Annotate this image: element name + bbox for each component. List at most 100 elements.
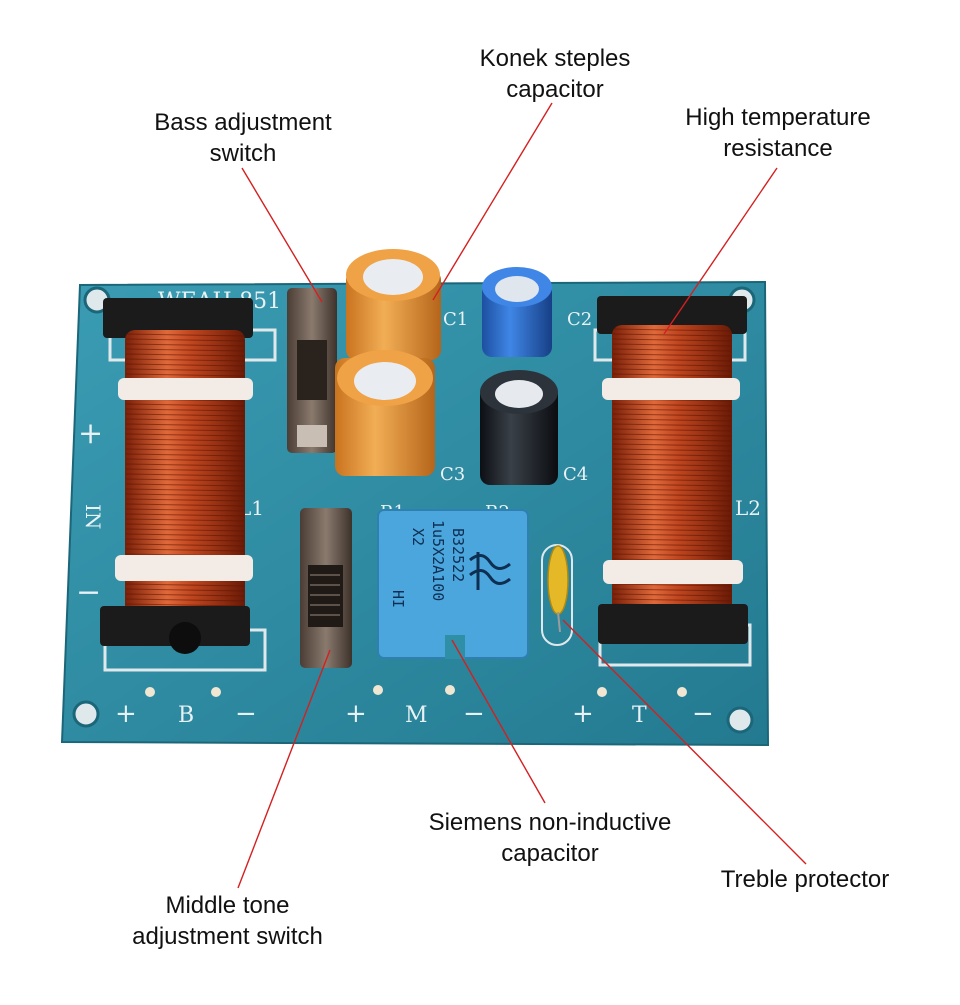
coil-winding [125,528,245,532]
inductor-l2 [597,296,748,644]
coil-winding [125,403,245,407]
leader-konek [432,102,553,301]
coil-winding [125,493,245,497]
coil-winding [125,468,245,472]
coil-winding [125,423,245,427]
coil-winding [612,333,732,337]
bass-adjustment-switch [287,288,337,453]
coil-winding [125,358,245,362]
coil-winding [125,483,245,487]
coil-winding [612,583,732,587]
coil-winding [612,598,732,602]
coil-winding [612,588,732,592]
callout-bass-line2: switch [209,140,277,167]
callout-konek-line1: Konek steples [479,45,631,72]
label-l2: L2 [735,496,761,520]
leader-lines [237,102,807,889]
coil-winding [612,413,732,417]
coil-winding [612,373,732,377]
coil-winding [125,538,245,542]
callout-konek-line2: capacitor [506,76,604,103]
coil-winding [125,353,245,357]
label-c2: C2 [567,309,592,330]
treble-protector [547,545,569,633]
konek-steples-capacitor [335,249,441,476]
coil-winding [612,528,732,532]
coil-winding [125,428,245,432]
coil-winding [612,368,732,372]
coil-winding [125,413,245,417]
coil-winding [612,453,732,457]
coil-winding [612,343,732,347]
coil-winding [612,423,732,427]
coil-winding [125,518,245,522]
coil-winding [612,363,732,367]
siemens-marking-1: B32522 [449,528,467,582]
coil-winding [125,408,245,412]
coil-winding [125,373,245,377]
coil-winding [125,583,245,587]
callout-treble-line1: Treble protector [720,866,890,893]
label-c1: C1 [443,309,468,330]
coil-winding [612,403,732,407]
coil-winding [125,368,245,372]
label-c3: C3 [440,464,465,485]
coil-winding [125,348,245,352]
middle-tone-adjustment-switch [300,508,352,668]
coil-winding [612,503,732,507]
coil-winding [612,593,732,597]
coil-winding [612,408,732,412]
mid-letter: M [405,703,428,728]
coil-winding [125,343,245,347]
callout-siemens-capacitor: Siemens non-inductive capacitor [395,807,705,869]
coil-winding [612,418,732,422]
coil-winding [612,533,732,537]
coil-winding [125,603,245,607]
coil-winding [125,438,245,442]
coil-winding [125,548,245,552]
coil-winding [125,478,245,482]
coil-winding [612,543,732,547]
input-plus: + [78,416,103,451]
coil-winding [125,463,245,467]
coil-winding [612,448,732,452]
siemens-marking-3: X2 [409,528,427,546]
coil-winding [612,508,732,512]
coil-winding [125,593,245,597]
callout-high-temp-line2: resistance [723,135,833,162]
capacitor-blue-c2 [482,267,552,357]
leader-siemens [451,639,546,804]
coil-winding [125,543,245,547]
coil-winding [612,548,732,552]
coil-winding [125,533,245,537]
siemens-marking-4: HI [389,590,407,608]
coil-winding [612,498,732,502]
label-c4: C4 [563,464,588,485]
bass-minus: − [235,699,257,729]
treble-plus: + [572,699,594,729]
coil-winding [612,488,732,492]
callout-treble-protector: Treble protector [690,864,920,895]
treble-minus: − [692,699,714,729]
callout-middle-line2: adjustment switch [132,923,323,950]
coil-winding [612,458,732,462]
coil-winding [125,598,245,602]
inductor-l1 [100,298,253,654]
coil-winding [125,503,245,507]
coil-winding [612,473,732,477]
callout-middle-line1: Middle tone [165,892,290,919]
coil-winding [125,488,245,492]
coil-winding [125,443,245,447]
leader-high-temp [663,167,778,335]
coil-winding [125,498,245,502]
coil-winding [612,468,732,472]
coil-winding [612,338,732,342]
coil-winding [612,493,732,497]
capacitor-black-c4 [480,370,558,485]
input-minus: − [76,575,101,610]
callout-middle-tone-adjustment-switch: Middle tone adjustment switch [105,890,350,952]
leader-bass [241,167,323,303]
treble-letter: T [632,703,647,728]
